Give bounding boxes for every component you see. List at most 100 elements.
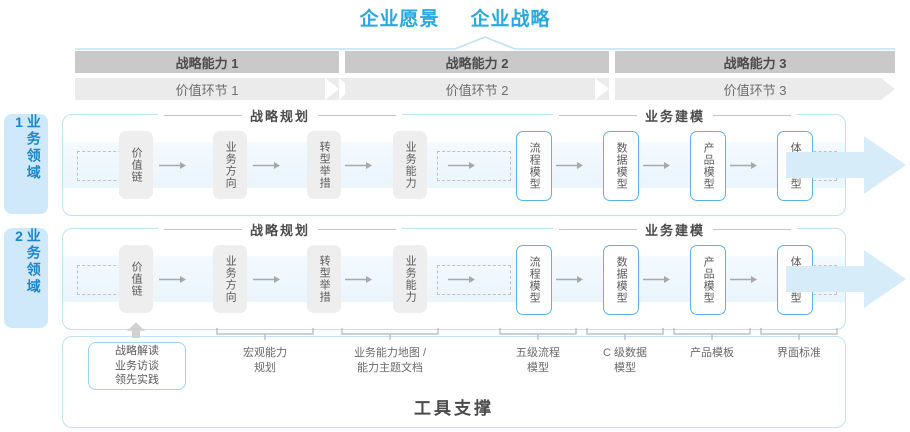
rule-right: [318, 115, 397, 116]
value-band-2: 价值环节 2: [345, 78, 609, 100]
rule-right: [713, 115, 792, 116]
arrow-5-icon: [556, 276, 583, 283]
arrow-7-icon: [730, 162, 757, 169]
row-1-flow-arrow-icon: [786, 136, 906, 194]
rule-left: [164, 229, 242, 230]
arrow-5-icon: [556, 162, 583, 169]
capability-band-3-label: 战略能力 3: [723, 55, 787, 71]
sidebar-item-domain-2[interactable]: 业务领域 2: [4, 228, 48, 328]
arrow-3-icon: [345, 162, 372, 169]
annotation-line-2: 规划: [254, 361, 276, 374]
value-band-chevron-3-icon: [869, 78, 895, 100]
title-strategy: 企业战略: [470, 9, 551, 30]
node-process-model[interactable]: 流程模型: [516, 245, 552, 315]
node-transformation-measures[interactable]: 转型举措: [307, 245, 341, 313]
annotation-macro-capability-planning: 宏观能力 规划: [215, 346, 315, 376]
domain-row-2: 战略规划 业务建模 价值链 业务方向 转型举措 业务能力 流程模型 数据模型: [62, 220, 846, 330]
annotation-capability-map: 业务能力地图 / 能力主题文档: [330, 346, 450, 376]
domain-1-label: 业务领域 1: [11, 114, 42, 182]
node-process-model[interactable]: 流程模型: [516, 131, 552, 201]
node-product-model[interactable]: 产品模型: [690, 131, 726, 201]
brace-5-icon: [673, 328, 751, 340]
annotation-c-level-data-model: C 级数据 模型: [585, 346, 665, 376]
rule-right: [318, 229, 397, 230]
arrow-3-icon: [345, 276, 372, 283]
domain-row-1: 战略规划 业务建模 价值链 业务方向 转型举措 业务能力 流程模型 数据模型: [62, 106, 846, 216]
row-1-section-planning: 战略规划: [158, 106, 403, 125]
node-transformation-measures[interactable]: 转型举措: [307, 131, 341, 199]
capability-band-1: 战略能力 1: [75, 51, 339, 73]
node-business-capability[interactable]: 业务能力: [393, 131, 427, 199]
row-1-section-modeling: 业务建模: [553, 106, 798, 125]
node-product-model-label: 产品模型: [702, 256, 715, 304]
node-transformation-measures-label: 转型举措: [318, 141, 331, 189]
tool-chip-line-1: 战略解读: [115, 344, 159, 357]
rule-left: [559, 115, 637, 116]
annotation-line-1: 产品模板: [690, 347, 734, 359]
capability-band-3: 战略能力 3: [615, 51, 895, 73]
tool-chip-up-arrow-icon: [127, 322, 145, 338]
node-value-chain[interactable]: 价值链: [119, 245, 153, 313]
row-2-section-modeling-label: 业务建模: [645, 223, 706, 238]
node-process-model-label: 流程模型: [528, 142, 541, 190]
rule-right: [713, 229, 792, 230]
row-2-section-modeling: 业务建模: [553, 220, 798, 239]
node-process-model-label: 流程模型: [528, 256, 541, 304]
annotation-line-2: 模型: [614, 361, 636, 374]
arrow-6-icon: [643, 276, 670, 283]
title-vision: 企业愿景: [359, 9, 440, 30]
row-2-section-planning: 战略规划: [158, 220, 403, 239]
row-1-section-modeling-label: 业务建模: [645, 109, 706, 124]
funnel-line-icon: [75, 36, 895, 50]
arrow-1-icon: [159, 162, 186, 169]
annotation-five-level-process-model: 五级流程 模型: [498, 346, 578, 376]
annotation-product-template: 产品模板: [672, 346, 752, 361]
tool-support-label: 工具支撑: [414, 399, 494, 418]
tool-chip-strategy-interpretation[interactable]: 战略解读 业务访谈 领先实践: [88, 342, 186, 390]
annotation-ui-standard: 界面标准: [759, 346, 839, 361]
value-band-3-label: 价值环节 3: [723, 82, 787, 98]
node-product-model[interactable]: 产品模型: [690, 245, 726, 315]
value-band-chevron-1-icon: [325, 78, 351, 100]
node-business-capability[interactable]: 业务能力: [393, 245, 427, 313]
row-1-section-planning-label: 战略规划: [250, 109, 311, 124]
node-value-chain[interactable]: 价值链: [119, 131, 153, 199]
annotation-line-2: 能力主题文档: [357, 361, 423, 374]
annotation-line-1: 宏观能力: [243, 347, 287, 359]
arrow-4-icon: [448, 276, 475, 283]
node-business-capability-label: 业务能力: [404, 141, 417, 189]
brace-6-icon: [760, 328, 838, 340]
node-data-model[interactable]: 数据模型: [603, 245, 639, 315]
node-business-direction[interactable]: 业务方向: [213, 245, 247, 313]
node-transformation-measures-label: 转型举措: [318, 255, 331, 303]
annotation-line-1: 界面标准: [777, 347, 821, 359]
node-business-direction-label: 业务方向: [224, 255, 237, 303]
brace-1-icon: [216, 328, 314, 340]
brace-3-icon: [499, 328, 577, 340]
value-band-2-label: 价值环节 2: [445, 82, 509, 98]
row-2-section-planning-label: 战略规划: [250, 223, 311, 238]
arrow-4-icon: [448, 162, 475, 169]
arrow-2-icon: [253, 162, 280, 169]
capability-band-2: 战略能力 2: [345, 51, 609, 73]
node-value-chain-label: 价值链: [130, 261, 143, 297]
arrow-7-icon: [730, 276, 757, 283]
sidebar-item-domain-1[interactable]: 业务领域 1: [4, 114, 48, 214]
node-business-capability-label: 业务能力: [404, 255, 417, 303]
rule-left: [164, 115, 242, 116]
tool-chip-line-3: 领先实践: [115, 374, 159, 387]
brace-2-icon: [341, 328, 439, 340]
node-data-model-label: 数据模型: [615, 142, 628, 190]
node-business-direction[interactable]: 业务方向: [213, 131, 247, 199]
capability-band-2-label: 战略能力 2: [445, 55, 509, 71]
tool-chip-line-2: 业务访谈: [115, 359, 159, 372]
arrow-2-icon: [253, 276, 280, 283]
node-business-direction-label: 业务方向: [224, 141, 237, 189]
domain-2-label: 业务领域 2: [11, 228, 42, 296]
arrow-1-icon: [159, 276, 186, 283]
node-data-model[interactable]: 数据模型: [603, 131, 639, 201]
node-value-chain-label: 价值链: [130, 147, 143, 183]
dashed-segment-mid: [437, 265, 511, 295]
dashed-segment-mid: [437, 151, 511, 181]
